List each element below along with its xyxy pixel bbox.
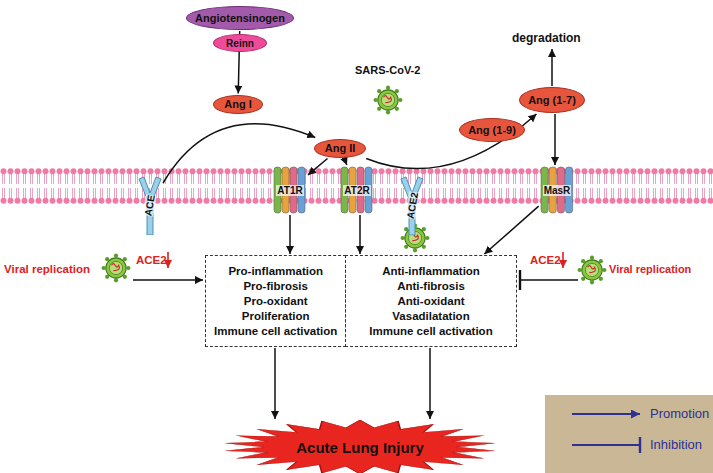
starburst-shape	[226, 420, 493, 473]
enzyme-shape	[401, 177, 423, 235]
process-label: degradation	[512, 31, 581, 45]
flow-arrow	[344, 159, 347, 166]
node-text: Ang (1-7)	[528, 94, 576, 106]
promotion-arrow	[133, 279, 203, 281]
node-text: AT1R	[276, 185, 303, 196]
node-text: Ang I	[224, 98, 252, 110]
legend-text: Promotion	[650, 406, 709, 421]
node-text: Proliferation	[242, 309, 310, 324]
decrease-arrow	[562, 252, 564, 268]
node-text: Anti-fibrosis	[397, 279, 465, 294]
flow-arrow	[359, 215, 361, 254]
receptor-change-label: ACE2	[136, 254, 167, 266]
flow-arrow	[429, 348, 431, 419]
node-text: ACE2	[404, 191, 419, 219]
peptide-ellipse: Ang II	[314, 139, 366, 158]
decrease-arrow	[167, 252, 169, 268]
legend-inhibition-bar	[639, 437, 641, 453]
legend-inhibition-sample	[572, 444, 639, 446]
peptide-ellipse: Ang I	[213, 95, 263, 114]
enzyme-shape	[139, 177, 161, 235]
virus-label: SARS-CoV-2	[355, 64, 420, 76]
node-text: Anti-inflammation	[382, 264, 480, 279]
outcome-starburst: Acute Lung Injury	[225, 420, 495, 473]
receptor-change-label: ACE2	[530, 254, 561, 266]
enzyme-ellipse: Reinn	[213, 34, 267, 52]
receptor-7tm: AT2R	[340, 166, 374, 214]
node-text: MasR	[543, 185, 572, 196]
enzyme-receptor: ACE	[138, 175, 162, 235]
node-text: Pro-fibrosis	[243, 279, 308, 294]
virus-icon	[578, 256, 607, 285]
virus-label: Viral replication	[4, 263, 90, 275]
degradation-arrow	[551, 49, 553, 86]
enzyme-receptor: ACE2	[400, 175, 424, 235]
cell-membrane	[0, 168, 713, 204]
virus-label: Viral replication	[609, 263, 691, 275]
flow-arrow	[554, 114, 556, 165]
effect-box: Pro-inflammationPro-fibrosisPro-oxidantP…	[205, 255, 346, 347]
node-text: Immune cell activation	[369, 324, 492, 339]
virus-icon	[102, 254, 131, 283]
peptide-ellipse: Ang (1-9)	[459, 118, 525, 142]
node-text: Immune cell activation	[214, 324, 337, 339]
receptor-7tm: MasR	[540, 166, 575, 214]
node-text: ACE	[143, 194, 158, 217]
node-text: Acute Lung Injury	[296, 439, 424, 456]
legend-promotion-sample	[572, 413, 640, 415]
inhibition-bar	[519, 270, 521, 290]
legend-text: Inhibition	[650, 437, 702, 452]
virus-icon	[374, 86, 403, 115]
flow-arrow	[366, 114, 536, 169]
node-text: Anti-oxidant	[397, 294, 464, 309]
flow-arrow	[289, 215, 291, 254]
flow-arrow	[274, 348, 276, 419]
flow-arrow	[484, 206, 538, 254]
node-text: Ang II	[325, 142, 356, 154]
legend-panel	[545, 395, 713, 473]
substrate-ellipse: Angiotensinogen	[186, 6, 294, 30]
node-text: Reinn	[226, 38, 254, 49]
node-text: Pro-inflammation	[228, 264, 323, 279]
node-text: AT2R	[343, 185, 370, 196]
effect-box: Anti-inflammationAnti-fibrosisAnti-oxida…	[345, 255, 517, 347]
flow-arrow	[308, 159, 328, 175]
inhibition-line	[521, 279, 578, 281]
node-text: Vasadilatation	[392, 309, 469, 324]
receptor-7tm: AT1R	[273, 166, 307, 214]
node-text: Angiotensinogen	[195, 12, 285, 24]
node-text: Ang (1-9)	[468, 124, 516, 136]
peptide-ellipse: Ang (1-7)	[519, 87, 585, 113]
node-text: Pro-oxidant	[244, 294, 308, 309]
